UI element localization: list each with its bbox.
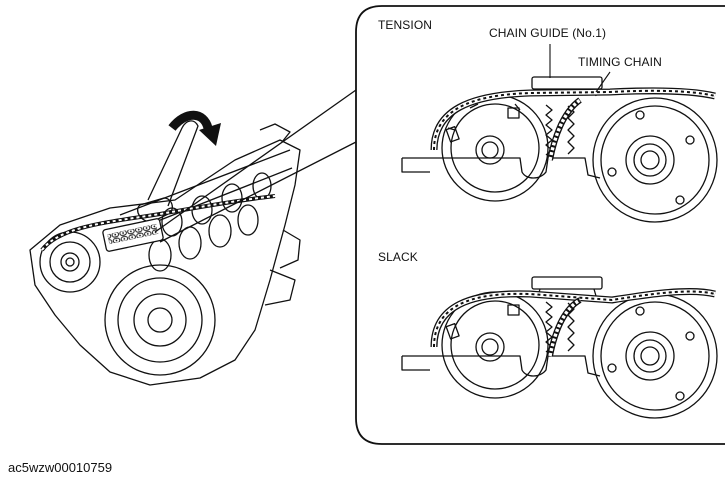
wrench bbox=[137, 120, 199, 223]
callout-frame bbox=[355, 5, 725, 445]
overview-pulley bbox=[104, 264, 216, 376]
chain-guide-label: CHAIN GUIDE (No.1) bbox=[489, 26, 607, 40]
rotation-arrow bbox=[168, 110, 221, 146]
engine-overview-illustration bbox=[29, 110, 301, 386]
tension-leaders bbox=[549, 44, 611, 93]
timing-chain-label: TIMING CHAIN bbox=[578, 55, 662, 69]
tension-panel bbox=[401, 76, 718, 223]
zoom-callout-lines bbox=[154, 89, 357, 243]
slack-label: SLACK bbox=[378, 250, 418, 264]
figure-reference-id: ac5wzw00010759 bbox=[8, 460, 113, 475]
tension-label: TENSION bbox=[378, 18, 433, 32]
camshaft-lobes bbox=[148, 172, 272, 272]
